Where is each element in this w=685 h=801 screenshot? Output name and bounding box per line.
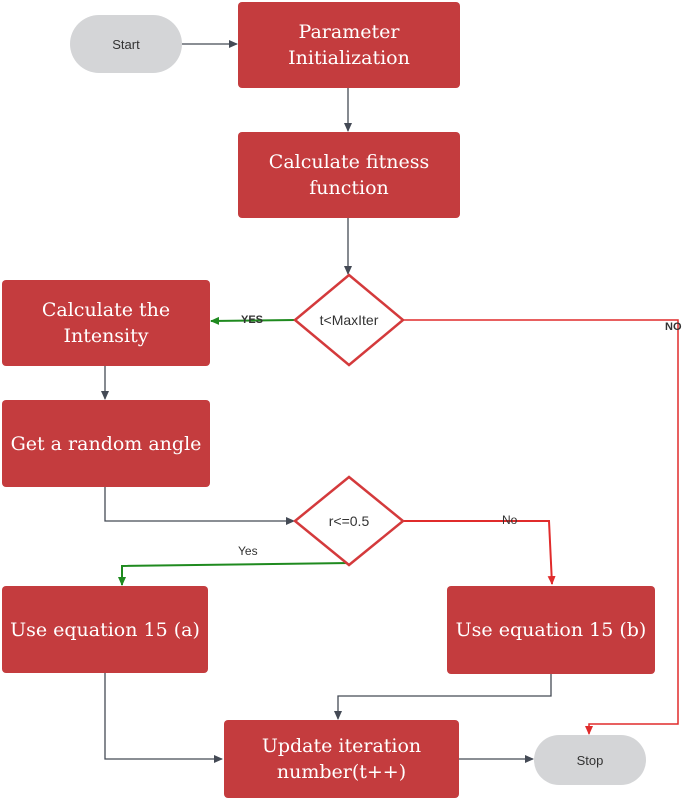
edge-r-yes-to-eqa — [118, 562, 351, 586]
edge-label-no-r: No — [502, 513, 518, 527]
edge-eqb-to-update — [334, 674, 552, 720]
edge-label-yes-iter: YES — [241, 314, 264, 326]
equation-15a-box: Use equation 15 (a) — [2, 586, 208, 673]
random-angle-box: Get a random angle — [2, 400, 210, 487]
parameter-initialization-box: Parameter Initialization — [238, 2, 460, 88]
edge-label-yes-r: Yes — [238, 544, 258, 558]
edge-eqa-to-update — [104, 673, 223, 763]
stop-terminal: Stop — [534, 735, 646, 785]
update-iteration-box: Update iteration number(t++) — [224, 720, 459, 798]
edge-angle-to-r — [104, 487, 295, 525]
decision-max-iter-label: t<MaxIter — [319, 312, 379, 328]
start-terminal: Start — [70, 15, 182, 73]
edge-yes-to-intensity — [210, 316, 296, 325]
decision-r-diamond — [293, 475, 405, 567]
equation-15b-box: Use equation 15 (b) — [447, 586, 655, 674]
decision-r-label: r<=0.5 — [328, 513, 370, 529]
edge-label-no-iter: NO — [665, 321, 682, 333]
edge-r-no-to-eqb — [403, 520, 556, 585]
calculate-fitness-box: Calculate fitness function — [238, 132, 460, 218]
decision-max-iter-diamond — [293, 273, 405, 367]
edge-no-to-stop — [403, 319, 679, 735]
calculate-intensity-box: Calculate the Intensity — [2, 280, 210, 366]
